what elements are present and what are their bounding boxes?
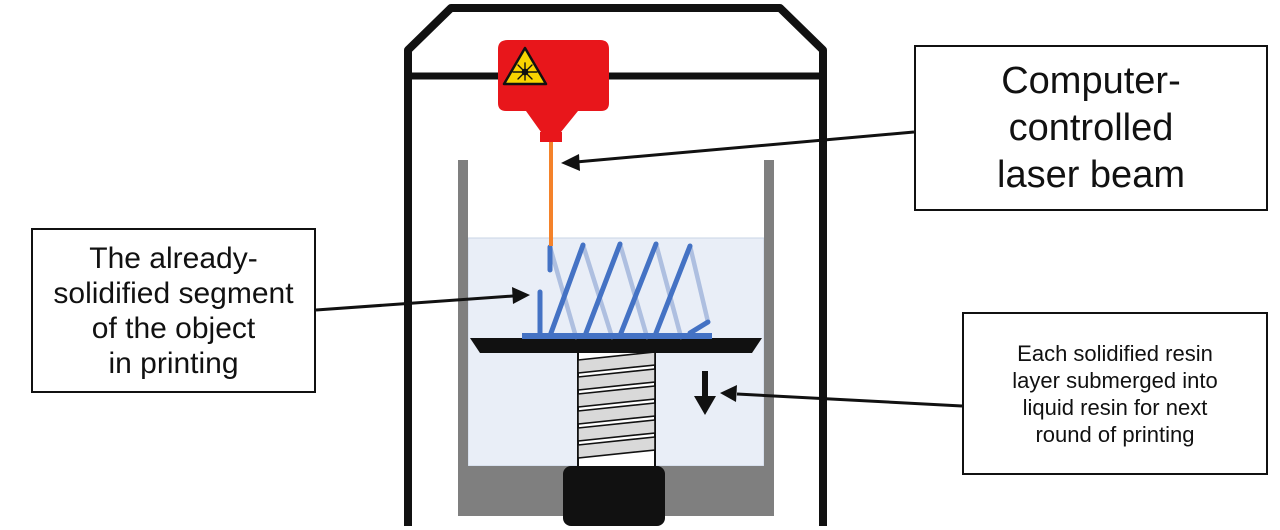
layer-callout-arrow bbox=[720, 385, 963, 408]
callout-line: liquid resin for next bbox=[1022, 394, 1208, 420]
laser-warning-icon bbox=[502, 46, 548, 86]
vat-wall-right bbox=[764, 160, 774, 516]
callout-line: round of printing bbox=[1035, 421, 1195, 447]
callout-line: solidified segment bbox=[53, 276, 294, 310]
laser-head bbox=[498, 40, 609, 142]
callout-line: Each solidified resin bbox=[1017, 340, 1213, 366]
callout-line: Computer- bbox=[1001, 59, 1181, 102]
build-platform bbox=[470, 338, 762, 353]
down-arrow-icon bbox=[694, 371, 716, 415]
submerged-layer-callout: Each solidified resin layer submerged in… bbox=[962, 312, 1268, 475]
screw-base bbox=[563, 466, 665, 526]
callout-line: of the object bbox=[91, 311, 256, 345]
callout-line: The already- bbox=[89, 241, 258, 275]
laser-beam-callout: Computer- controlled laser beam bbox=[914, 45, 1268, 211]
solidified-segment-callout: The already- solidified segment of the o… bbox=[31, 228, 316, 393]
laser-callout-arrow bbox=[561, 130, 915, 171]
callout-line: controlled bbox=[1008, 106, 1174, 149]
vat-wall-left bbox=[458, 160, 468, 516]
callout-line: in printing bbox=[108, 346, 239, 380]
object-base bbox=[522, 333, 712, 339]
printer-enclosure bbox=[404, 4, 827, 526]
solidified-object bbox=[522, 241, 712, 340]
segment-callout-arrow bbox=[315, 287, 530, 312]
lead-screw bbox=[563, 350, 665, 526]
callout-line: laser beam bbox=[997, 153, 1185, 196]
callout-line: layer submerged into bbox=[1012, 367, 1218, 393]
